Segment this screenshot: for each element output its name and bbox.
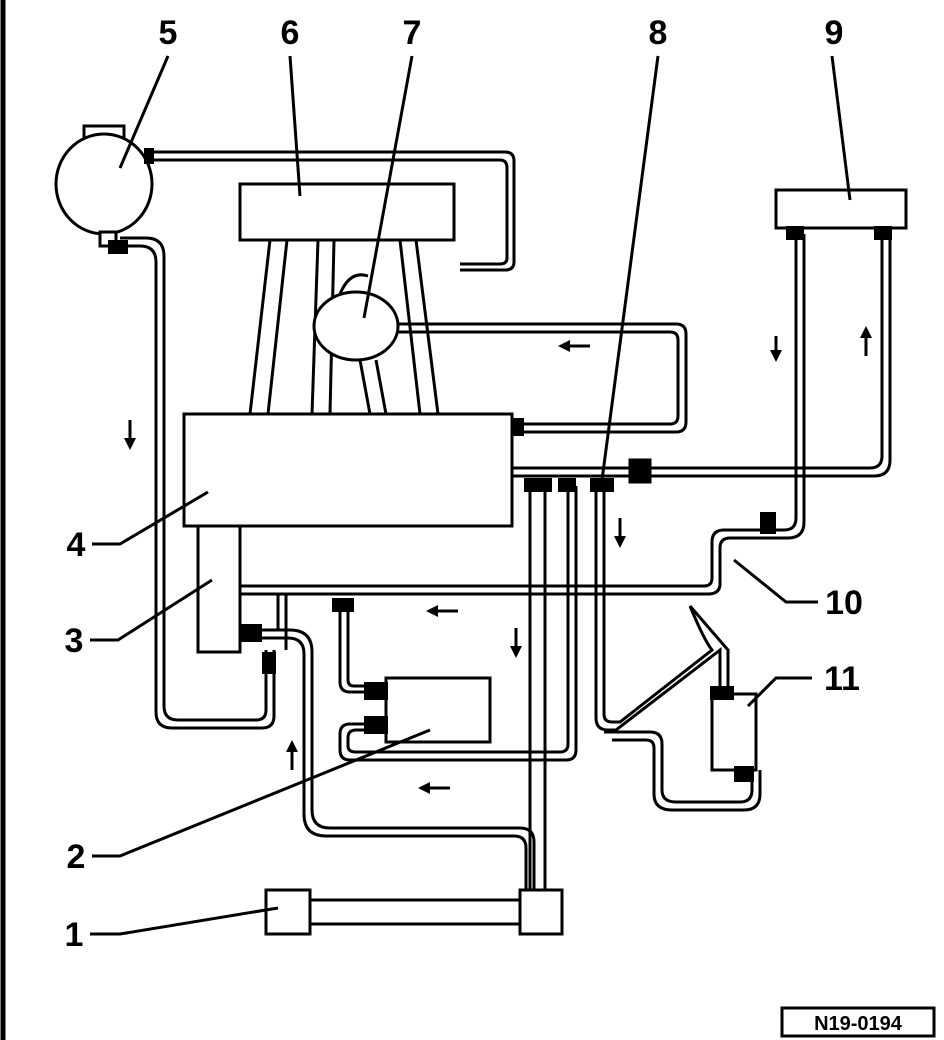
pipe-loop-7: [392, 322, 688, 434]
component-6-box: [238, 182, 456, 242]
reference-code: N19-0194: [814, 1013, 903, 1035]
hose-connectors: [108, 148, 892, 782]
callout-5: 5: [159, 14, 178, 52]
callout-9: 9: [825, 14, 844, 52]
callout-10: 10: [825, 584, 863, 622]
callout-7: 7: [403, 14, 422, 52]
callout-numbers: 5 6 7 8 9 4 3 2 1 10 11: [65, 14, 863, 954]
arrow-down-8: [614, 518, 626, 548]
callout-11: 11: [824, 660, 860, 698]
component-3-housing: [196, 524, 242, 654]
arrow-up-9: [860, 326, 872, 356]
expansion-tank: [54, 132, 154, 236]
callout-2: 2: [67, 838, 86, 876]
arrow-left-return: [426, 605, 458, 617]
arrow-left-2: [418, 782, 450, 794]
flow-arrows: [124, 326, 872, 794]
leader-lines: [90, 55, 852, 936]
reference-code-box: N19-0194: [780, 1006, 936, 1038]
arrow-up-3: [286, 740, 298, 770]
components: [54, 124, 908, 936]
coolant-pipes: [112, 150, 892, 926]
callout-1: 1: [65, 916, 84, 954]
radiator-right-tank: [518, 888, 564, 936]
pipe-to-reservoir-9: [512, 234, 884, 470]
pipe-expansion-tank-top: [148, 150, 516, 272]
arrow-left-loop-7: [558, 340, 590, 352]
callout-4: 4: [67, 526, 86, 564]
arrow-down-left: [124, 420, 136, 450]
component-2-cooler: [384, 676, 492, 744]
component-9-reservoir: [774, 188, 908, 230]
callout-6: 6: [281, 14, 300, 52]
radiator-left-tank: [264, 888, 312, 936]
arrow-down-center: [510, 628, 522, 658]
pipe-main-return: [240, 577, 714, 588]
callout-3: 3: [65, 622, 84, 660]
pipe-expansion-tank-to-pump: [112, 244, 276, 730]
callout-8: 8: [649, 14, 668, 52]
component-7-pump: [312, 290, 400, 362]
arrow-down-9: [770, 336, 782, 362]
component-4-block: [182, 412, 514, 528]
